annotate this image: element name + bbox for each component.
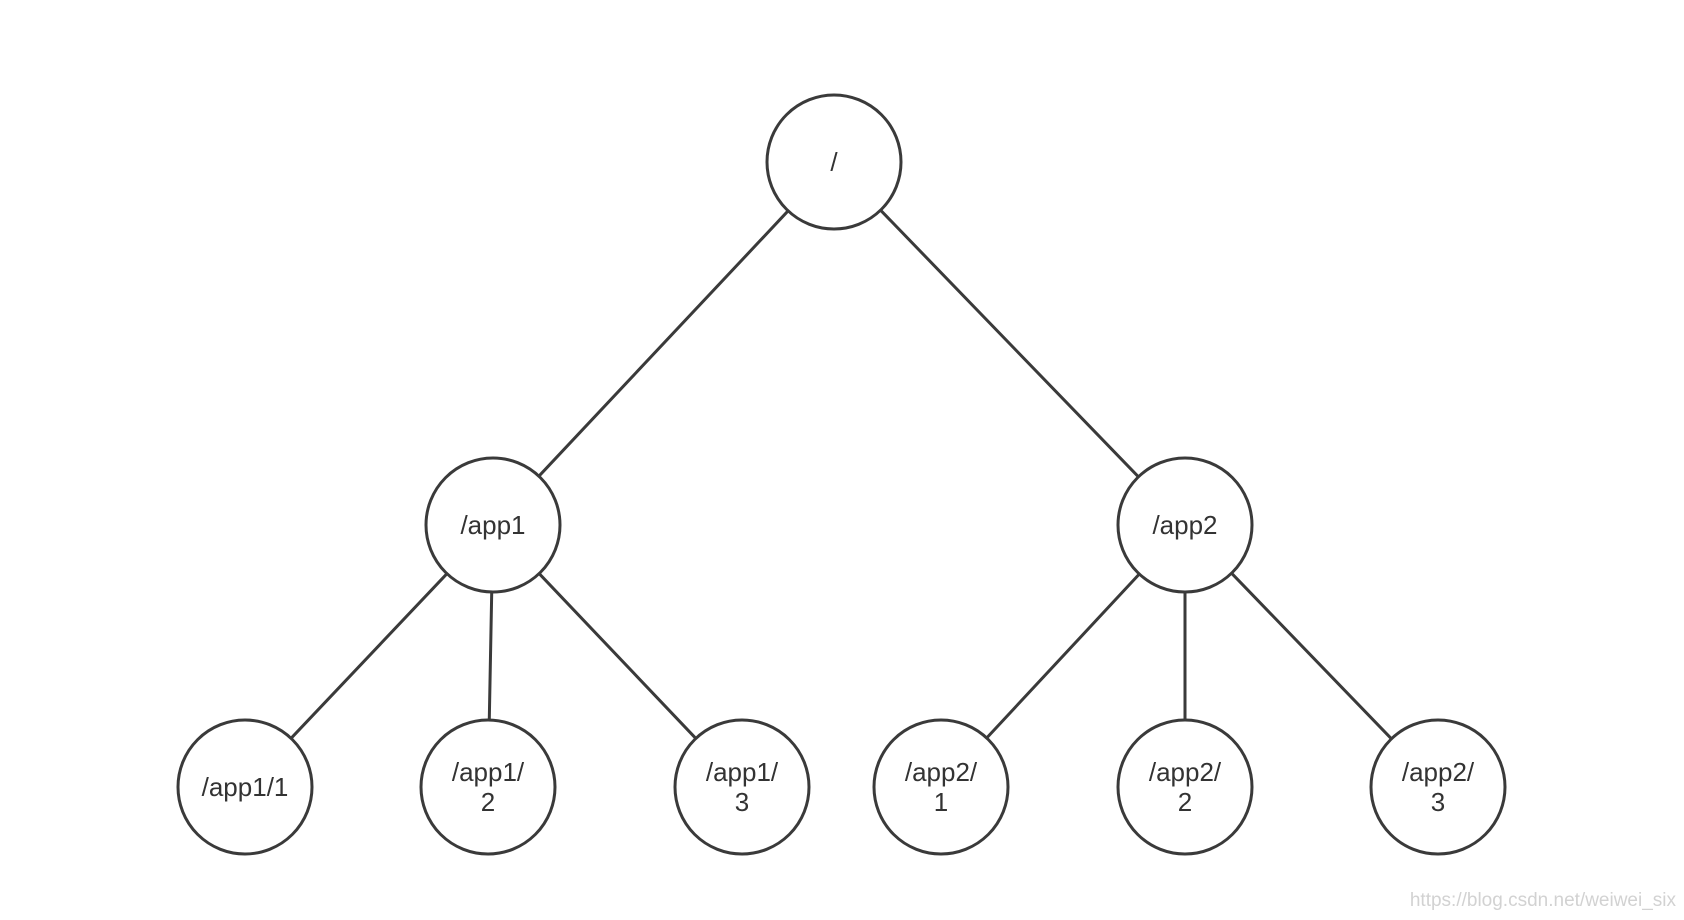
node-label: / — [830, 147, 838, 177]
node-circle — [419, 718, 557, 856]
watermark-text: https://blog.csdn.net/weiwei_six — [1409, 890, 1676, 911]
edge-app1-to-app1-2 — [487, 590, 494, 722]
edges-layer — [289, 208, 1393, 741]
node-label: /app1 — [460, 510, 525, 540]
node-label: 3 — [735, 787, 749, 817]
node-label: 2 — [481, 787, 495, 817]
node-label: /app2/ — [1149, 757, 1222, 787]
node-label: /app1/ — [452, 757, 525, 787]
node-label: /app2/ — [905, 757, 978, 787]
node-label: /app1/ — [706, 757, 779, 787]
node-app1-1: /app1/1 — [176, 718, 314, 856]
node-circle — [872, 718, 1010, 856]
node-app1: /app1 — [424, 456, 562, 594]
node-label: 3 — [1431, 787, 1445, 817]
node-circle — [673, 718, 811, 856]
edge-app1-to-app1-1 — [289, 572, 449, 740]
node-app2-2: /app2/2 — [1116, 718, 1254, 856]
edge-root-to-app2 — [879, 208, 1140, 479]
node-circle — [176, 718, 314, 856]
node-label: /app2 — [1152, 510, 1217, 540]
edge-app1-to-app1-3 — [537, 572, 698, 740]
node-label: 1 — [934, 787, 948, 817]
node-circle — [1116, 718, 1254, 856]
node-circle — [1116, 456, 1254, 594]
node-app2: /app2 — [1116, 456, 1254, 594]
edge-app2-to-app2-3 — [1230, 571, 1393, 741]
edge-app2-to-app2-1 — [985, 572, 1141, 740]
node-circle — [424, 456, 562, 594]
node-label: /app2/ — [1402, 757, 1475, 787]
node-app2-3: /app2/3 — [1369, 718, 1507, 856]
node-app2-1: /app2/1 — [872, 718, 1010, 856]
node-app1-3: /app1/3 — [673, 718, 811, 856]
node-circle — [1369, 718, 1507, 856]
node-app1-2: /app1/2 — [419, 718, 557, 856]
nodes-layer: //app1/app2/app1/1/app1/2/app1/3/app2/1/… — [176, 93, 1507, 856]
node-label: 2 — [1178, 787, 1192, 817]
node-circle — [765, 93, 903, 231]
node-label: /app1/1 — [202, 772, 289, 802]
edge-root-to-app1 — [537, 209, 790, 478]
node-root: / — [765, 93, 903, 231]
